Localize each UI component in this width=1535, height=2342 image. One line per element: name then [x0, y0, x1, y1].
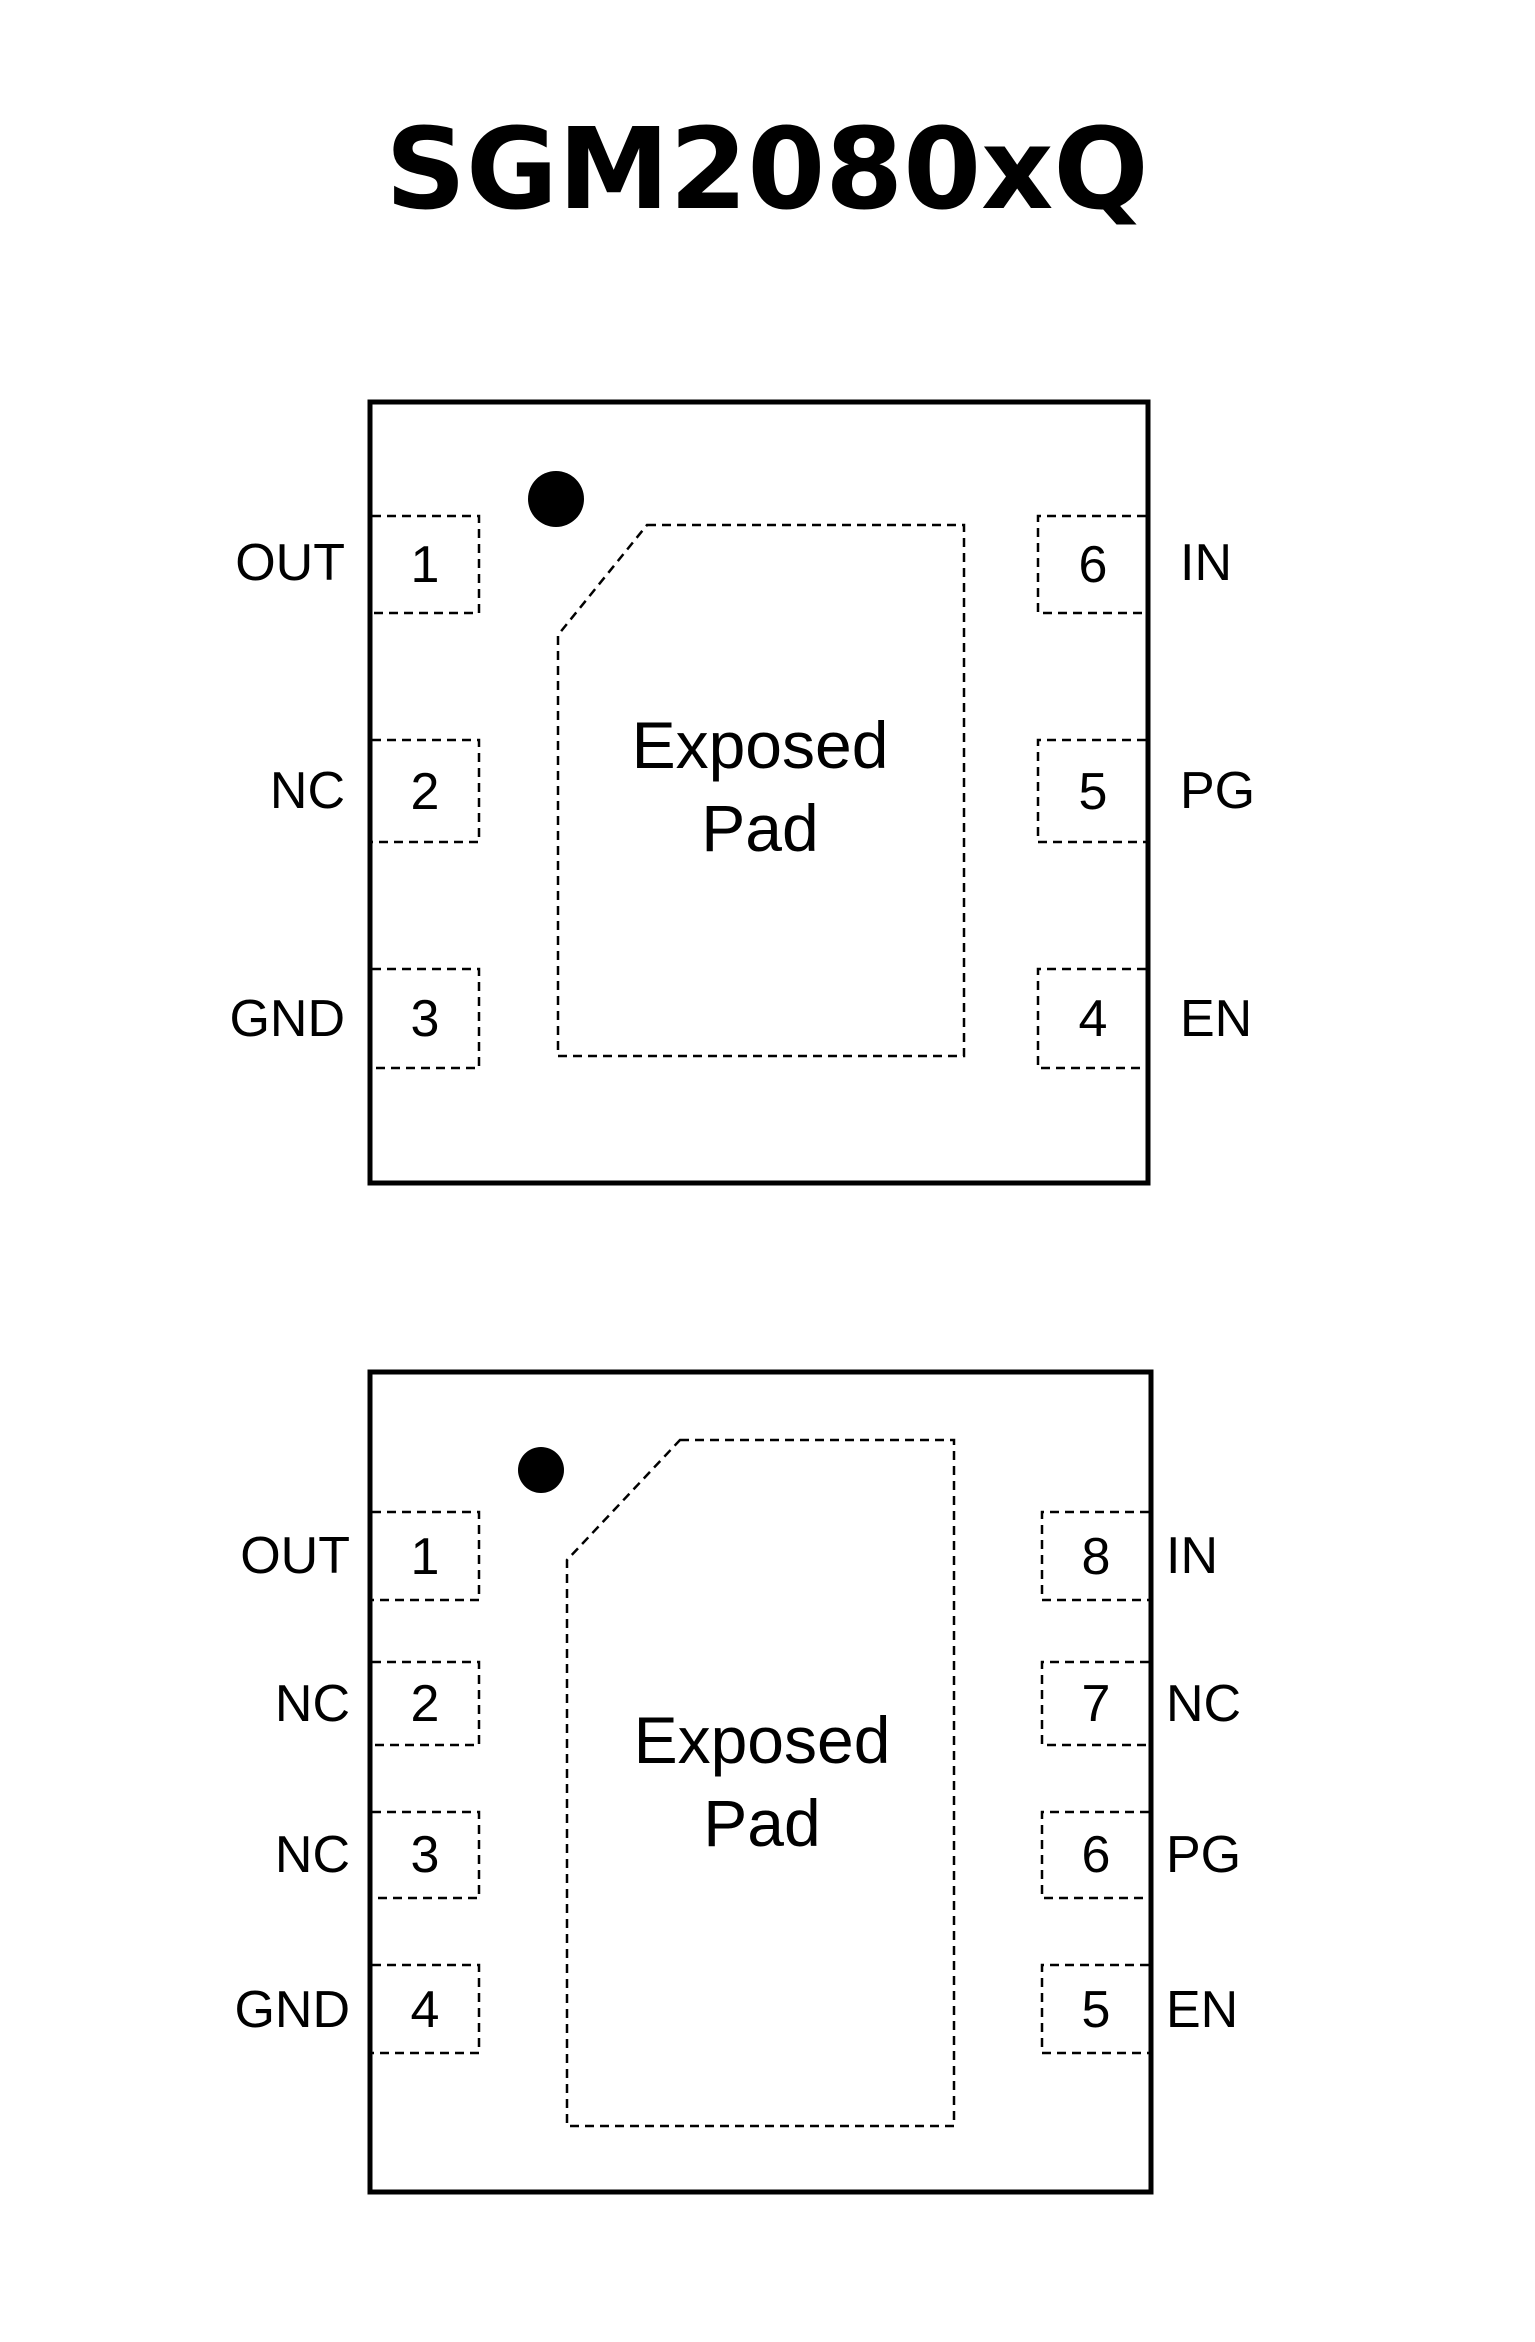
pin-pad [1040, 1963, 1149, 2055]
pin-pad [1036, 738, 1146, 844]
pin-number: 2 [411, 763, 440, 821]
pin-name: IN [1180, 534, 1232, 592]
package-body [367, 399, 1151, 1186]
pin-name: OUT [235, 534, 345, 592]
pin-pad [1040, 1810, 1149, 1900]
pin-pad [372, 967, 481, 1070]
pin-1: 1 OUT [235, 514, 481, 615]
pin-5: 5 PG [1036, 738, 1255, 844]
pin-name: PG [1166, 1826, 1241, 1884]
package-8-pin: Exposed Pad 1 OUT 2 NC 3 NC 4 GND 8 IN [234, 1369, 1241, 2195]
pin-number: 6 [1082, 1826, 1111, 1884]
pin-number: 4 [411, 1981, 440, 2039]
pin-name: EN [1180, 990, 1252, 1048]
pin1-indicator-dot [518, 1447, 564, 1493]
pin-number: 5 [1082, 1981, 1111, 2039]
package-body [367, 1369, 1154, 2195]
pin-4: 4 GND [234, 1963, 481, 2055]
pin-pad [372, 1510, 481, 1602]
pin-pad [1040, 1660, 1149, 1747]
exposed-pad [565, 1438, 956, 2128]
pin-number: 7 [1082, 1675, 1111, 1733]
pin-number: 2 [411, 1675, 440, 1733]
pin-number: 3 [411, 1826, 440, 1884]
package-6-pin: Exposed Pad 1 OUT 2 NC 3 GND 6 IN 5 PG [229, 399, 1255, 1186]
pin-number: 6 [1079, 536, 1108, 594]
exposed-pad-label: Pad [701, 791, 818, 865]
pin-pad [372, 514, 481, 615]
exposed-pad [556, 523, 966, 1058]
pin-3: 3 NC [275, 1810, 481, 1900]
pin-pad [372, 1810, 481, 1900]
pin-4: 4 EN [1036, 967, 1252, 1070]
pin-3: 3 GND [229, 967, 481, 1070]
pin-name: GND [234, 1981, 350, 2039]
pin1-indicator-dot [528, 471, 584, 527]
pin-1: 1 OUT [240, 1510, 481, 1602]
pin-name: PG [1180, 762, 1255, 820]
pin-pad [372, 738, 481, 844]
exposed-pad-label: Pad [703, 1786, 820, 1860]
pin-pad [1036, 514, 1146, 615]
pin-number: 5 [1079, 763, 1108, 821]
exposed-pad-label: Exposed [634, 1703, 891, 1777]
diagram-title: SGM2080xQ [385, 105, 1148, 235]
pin-name: NC [270, 762, 345, 820]
pin-number: 8 [1082, 1528, 1111, 1586]
pin-7: 7 NC [1040, 1660, 1241, 1747]
pin-6: 6 IN [1036, 514, 1232, 615]
pin-name: OUT [240, 1527, 350, 1585]
pin-pad [1036, 967, 1146, 1070]
pin-name: GND [229, 990, 345, 1048]
pin-8: 8 IN [1040, 1510, 1218, 1602]
exposed-pad-label: Exposed [632, 708, 889, 782]
pin-pad [1040, 1510, 1149, 1602]
pin-pad [372, 1660, 481, 1747]
pin-name: NC [275, 1826, 350, 1884]
pin-name: IN [1166, 1527, 1218, 1585]
pin-6: 6 PG [1040, 1810, 1241, 1900]
pin-2: 2 NC [270, 738, 481, 844]
pin-name: EN [1166, 1981, 1238, 2039]
pin-pad [372, 1963, 481, 2055]
pin-name: NC [1166, 1675, 1241, 1733]
pin-5: 5 EN [1040, 1963, 1238, 2055]
pin-number: 3 [411, 990, 440, 1048]
pin-2: 2 NC [275, 1660, 481, 1747]
pin-number: 4 [1079, 990, 1108, 1048]
pin-name: NC [275, 1675, 350, 1733]
pin-number: 1 [411, 536, 440, 594]
pin-number: 1 [411, 1528, 440, 1586]
